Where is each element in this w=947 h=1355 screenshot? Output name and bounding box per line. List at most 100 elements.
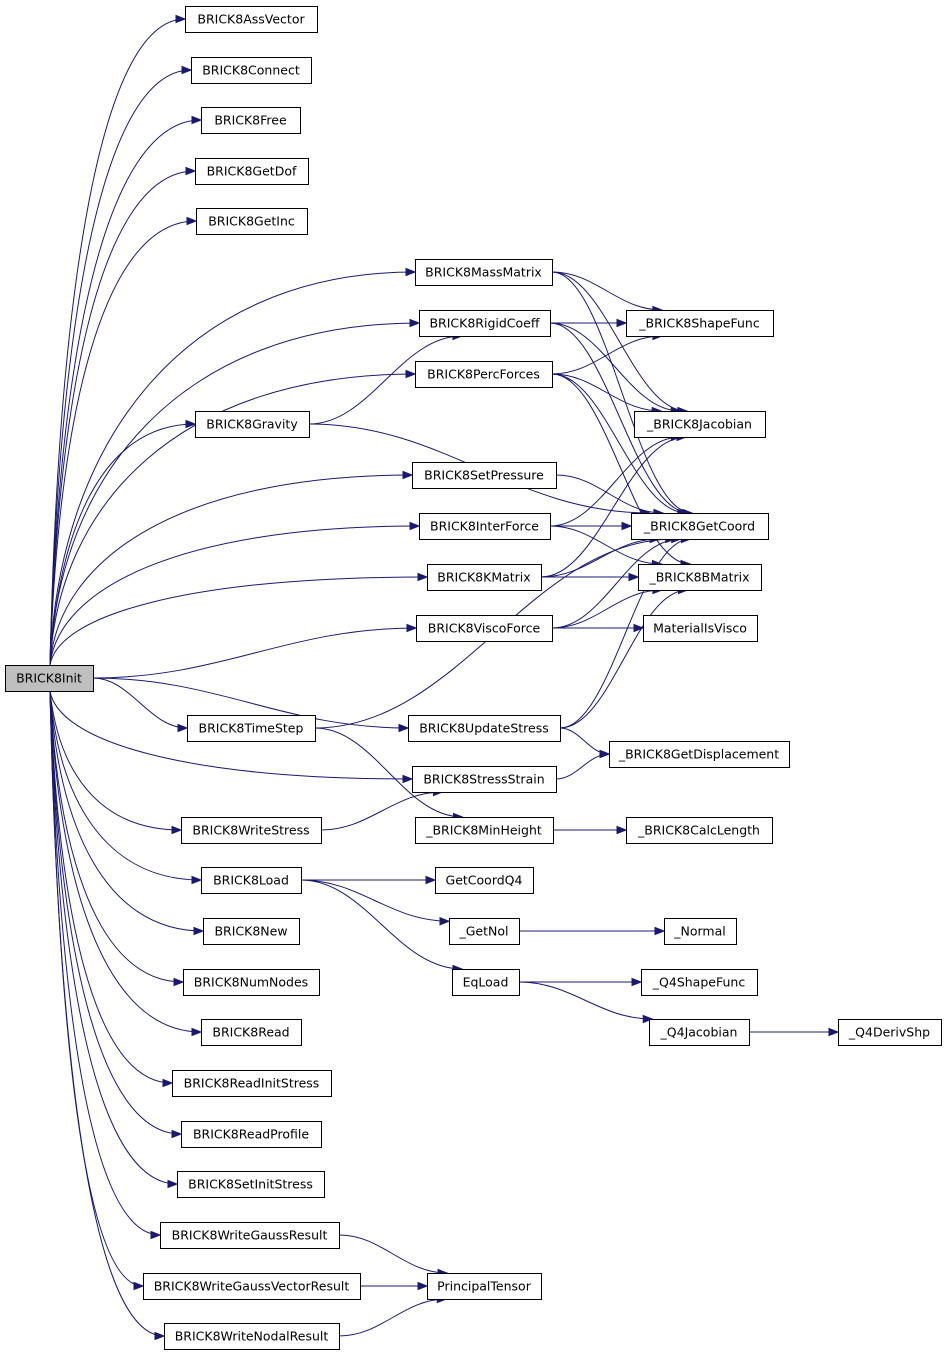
node-q4jacobian[interactable]: _Q4Jacobian xyxy=(649,1019,750,1046)
edge-line xyxy=(49,690,182,1135)
edge-eqload-to-q4shapefunc xyxy=(518,977,643,987)
node-label: _Q4ShapeFunc xyxy=(652,975,746,990)
node-writestress[interactable]: BRICK8WriteStress xyxy=(181,817,322,844)
node-getinc[interactable]: BRICK8GetInc xyxy=(196,208,308,235)
edge-writegaussvectorresult-to-principaltensor xyxy=(360,1281,429,1291)
node-gravity[interactable]: BRICK8Gravity xyxy=(195,411,310,438)
edge-line xyxy=(555,474,663,514)
node-box xyxy=(415,259,553,286)
node-connect[interactable]: BRICK8Connect xyxy=(191,57,312,84)
edge-line xyxy=(320,791,443,831)
edge-line xyxy=(49,690,204,932)
node-percforces[interactable]: BRICK8PercForces xyxy=(415,361,553,388)
edge-minheight-to-calclength xyxy=(553,825,628,835)
node-writegaussvectorresult[interactable]: BRICK8WriteGaussVectorResult xyxy=(143,1273,361,1300)
node-box xyxy=(183,969,320,996)
node-load[interactable]: BRICK8Load xyxy=(201,867,302,894)
node-box xyxy=(412,766,557,793)
node-massmatrix[interactable]: BRICK8MassMatrix xyxy=(415,259,553,286)
node-assvector[interactable]: BRICK8AssVector xyxy=(185,6,318,33)
edge-init-to-readinitstress xyxy=(49,690,174,1088)
node-box xyxy=(435,867,534,894)
node-getdof[interactable]: BRICK8GetDof xyxy=(195,158,309,185)
edge-line xyxy=(300,879,462,970)
edge-line xyxy=(559,727,610,755)
node-writegaussresult[interactable]: BRICK8WriteGaussResult xyxy=(160,1222,340,1249)
edge-arrowhead xyxy=(185,166,197,176)
edge-arrowhead xyxy=(417,572,429,582)
edge-arrowhead xyxy=(173,977,185,987)
node-label: _BRICK8CalcLength xyxy=(637,823,760,838)
edge-line xyxy=(314,727,463,818)
node-minheight[interactable]: _BRICK8MinHeight xyxy=(415,817,554,844)
edge-line xyxy=(49,690,165,1337)
node-readinitstress[interactable]: BRICK8ReadInitStress xyxy=(172,1070,332,1097)
node-box xyxy=(626,817,773,844)
edge-init-to-interforce xyxy=(49,521,421,666)
node-getdisplacement[interactable]: _BRICK8GetDisplacement xyxy=(609,741,790,768)
node-label: _BRICK8Jacobian xyxy=(646,417,752,432)
node-interforce[interactable]: BRICK8InterForce xyxy=(419,513,551,540)
edge-arrowhead xyxy=(191,875,203,885)
node-getnol[interactable]: _GetNol xyxy=(449,918,520,945)
node-free[interactable]: BRICK8Free xyxy=(201,107,301,134)
edge-arrowhead xyxy=(171,1129,183,1139)
node-label: _GetNol xyxy=(459,924,509,939)
edge-arrowhead xyxy=(185,419,197,429)
node-stressstrain[interactable]: BRICK8StressStrain xyxy=(412,766,557,793)
node-bmatrix[interactable]: _BRICK8BMatrix xyxy=(638,564,762,591)
node-box xyxy=(427,1273,542,1300)
node-materialisvisco[interactable]: MaterialIsVisco xyxy=(643,615,758,642)
node-q4shapefunc[interactable]: _Q4ShapeFunc xyxy=(641,969,758,996)
node-setpressure[interactable]: BRICK8SetPressure xyxy=(412,462,557,489)
edge-q4jacobian-to-q4derivshp xyxy=(748,1027,840,1037)
node-eqload[interactable]: EqLoad xyxy=(452,969,520,996)
node-box xyxy=(626,310,774,337)
node-label: GetCoordQ4 xyxy=(446,873,523,888)
node-timestep[interactable]: BRICK8TimeStep xyxy=(187,715,316,742)
node-read[interactable]: BRICK8Read xyxy=(201,1019,302,1046)
node-calclength[interactable]: _BRICK8CalcLength xyxy=(626,817,773,844)
node-writenodalresult[interactable]: BRICK8WriteNodalResult xyxy=(164,1323,340,1350)
node-numnodes[interactable]: BRICK8NumNodes xyxy=(183,969,320,996)
node-label: BRICK8ViscoForce xyxy=(428,621,541,636)
edge-arrowhead xyxy=(654,926,666,936)
node-label: _BRICK8GetCoord xyxy=(643,519,755,534)
edge-init-to-writegaussresult xyxy=(49,690,162,1240)
node-new[interactable]: BRICK8New xyxy=(203,918,300,945)
edge-arrowhead xyxy=(402,774,414,784)
node-box xyxy=(641,969,758,996)
edge-line xyxy=(549,322,690,514)
edge-line xyxy=(559,538,691,729)
edge-arrowhead xyxy=(417,1281,429,1291)
node-init[interactable]: BRICK8Init xyxy=(5,665,94,692)
node-normal[interactable]: _Normal xyxy=(664,918,737,945)
node-q4derivshp[interactable]: _Q4DerivShp xyxy=(838,1019,942,1046)
node-principaltensor[interactable]: PrincipalTensor xyxy=(427,1273,542,1300)
edge-init-to-read xyxy=(49,690,203,1037)
node-box xyxy=(609,741,790,768)
node-shapefunc[interactable]: _BRICK8ShapeFunc xyxy=(626,310,774,337)
edge-layer xyxy=(49,14,840,1341)
node-label: BRICK8MassMatrix xyxy=(425,265,542,280)
node-readprofile[interactable]: BRICK8ReadProfile xyxy=(181,1121,322,1148)
edge-arrowhead xyxy=(633,623,645,633)
node-getcoord[interactable]: _BRICK8GetCoord xyxy=(631,513,769,540)
node-updatestress[interactable]: BRICK8UpdateStress xyxy=(408,715,561,742)
edge-arrowhead xyxy=(150,1230,162,1240)
node-label: _BRICK8ShapeFunc xyxy=(638,316,760,331)
node-label: BRICK8ReadProfile xyxy=(193,1127,309,1142)
node-kmatrix[interactable]: BRICK8KMatrix xyxy=(427,564,542,591)
node-getcoordq4[interactable]: GetCoordQ4 xyxy=(435,867,534,894)
node-setinitstress[interactable]: BRICK8SetInitStress xyxy=(177,1171,325,1198)
node-box xyxy=(408,715,561,742)
node-viscoforce[interactable]: BRICK8ViscoForce xyxy=(416,615,553,642)
edge-line xyxy=(338,1298,447,1337)
edge-arrowhead xyxy=(406,623,418,633)
edge-line xyxy=(49,474,413,666)
edge-line xyxy=(551,271,687,412)
node-jacobian[interactable]: _BRICK8Jacobian xyxy=(634,411,766,438)
edge-init-to-updatestress xyxy=(92,677,410,733)
node-rigidcoeff[interactable]: BRICK8RigidCoeff xyxy=(419,310,551,337)
edge-line xyxy=(49,690,202,1033)
